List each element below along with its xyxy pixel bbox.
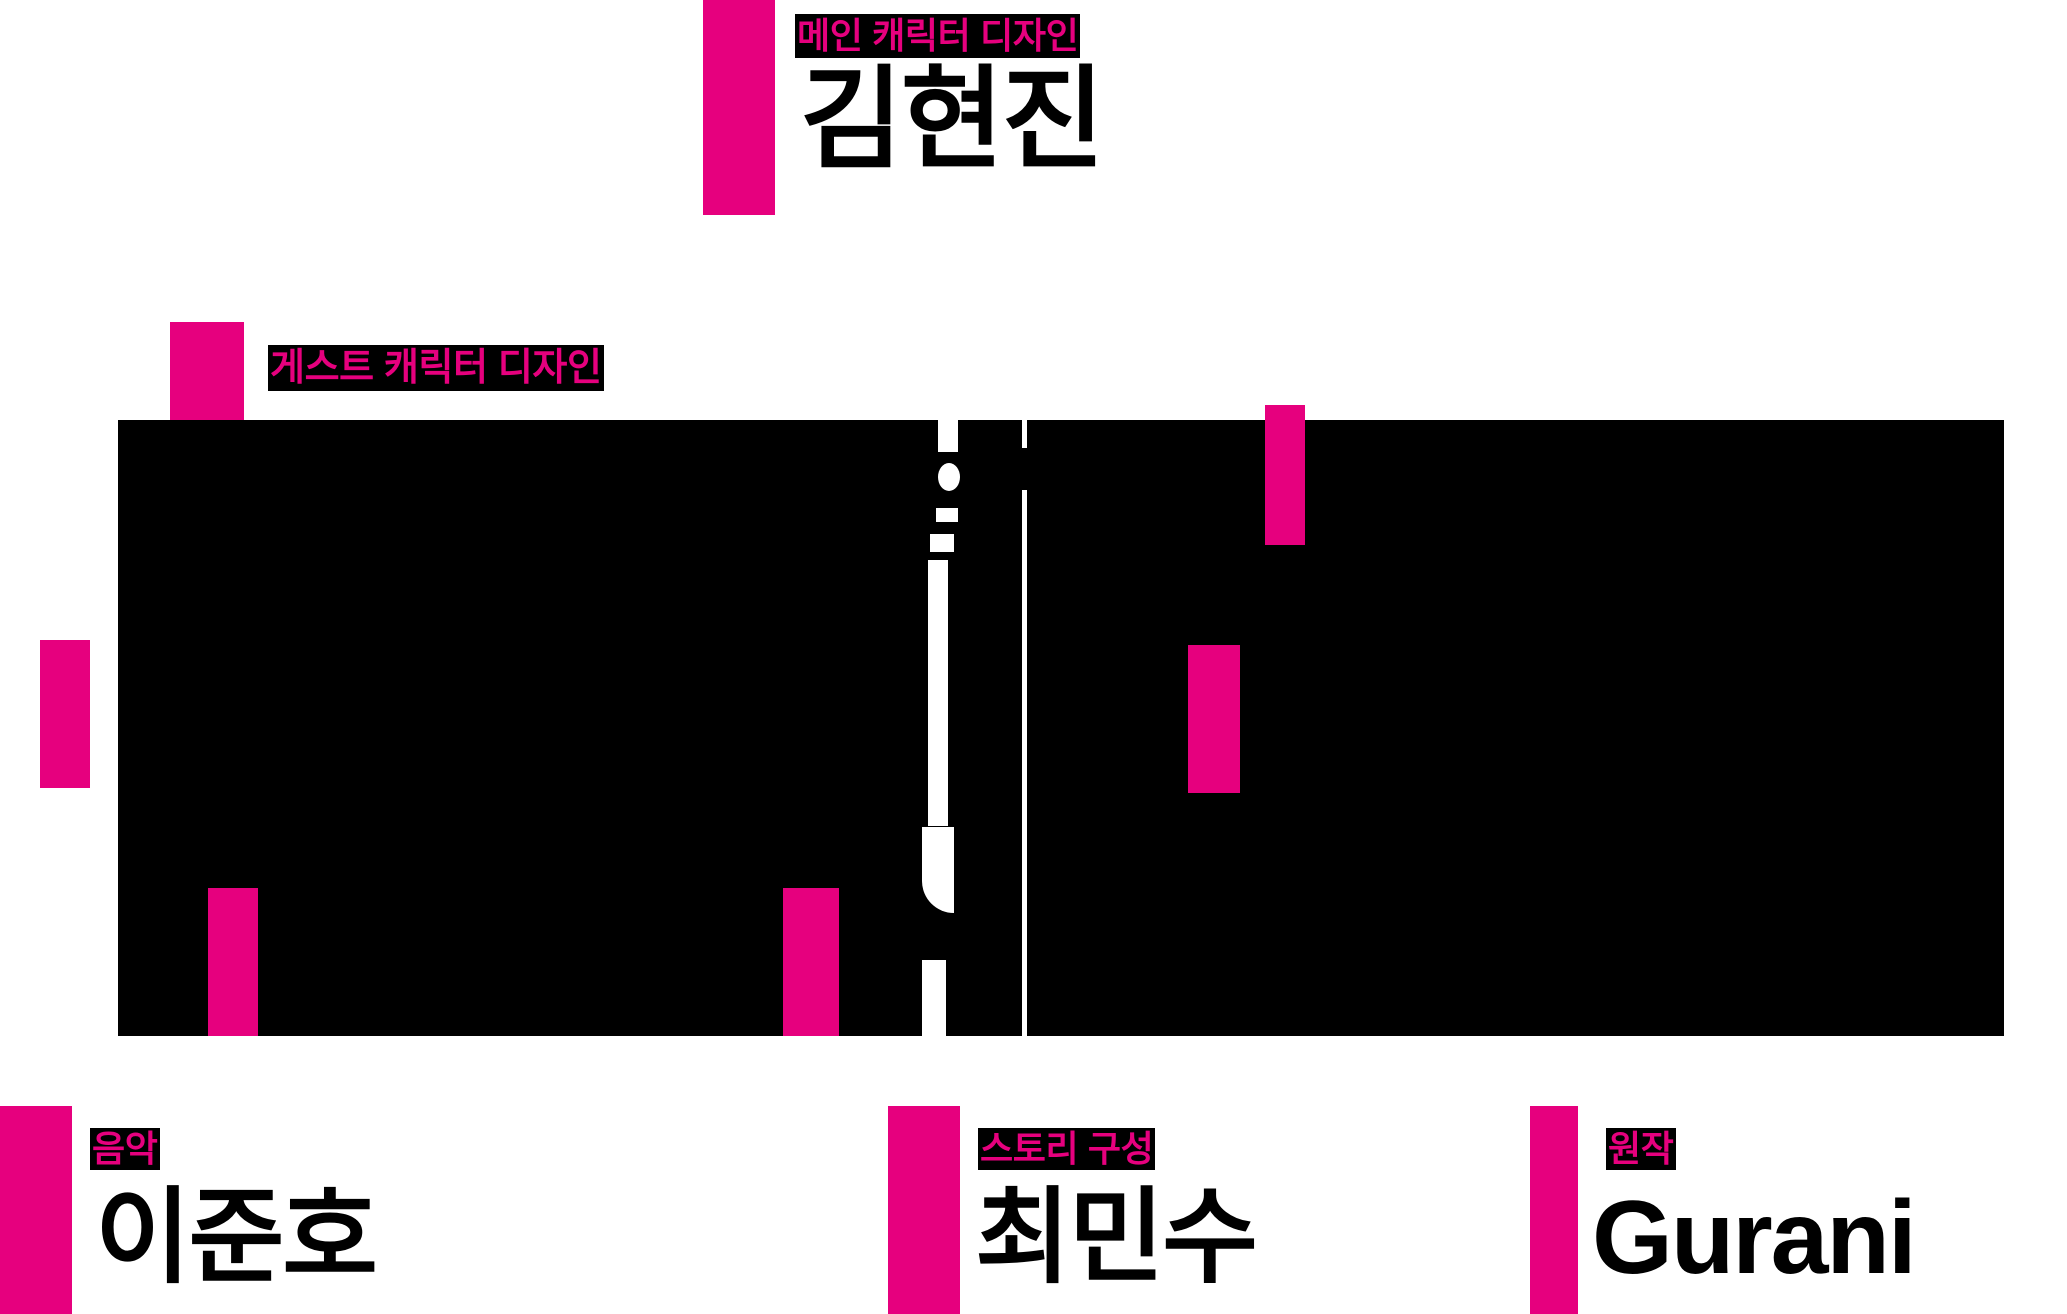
credit-name-main-character-design: 김현진 [800, 57, 1105, 182]
accent-bar-music [0, 1106, 72, 1314]
section-label-original-work: 원작 [1606, 1128, 1676, 1170]
accent-bar-panel-inner-c [1265, 405, 1305, 545]
section-label-main-character-design: 메인 캐릭터 디자인 [795, 14, 1081, 58]
knockout-glyph-fragment [922, 827, 954, 913]
section-label-music: 음악 [90, 1128, 160, 1170]
guest-character-credit-panel: 박소영 [118, 420, 2004, 1036]
knockout-glyph-fragment [930, 534, 954, 552]
panel-divider-rule [1022, 418, 1027, 448]
knockout-glyph-fragment [928, 560, 948, 826]
section-label-story-composition: 스토리 구성 [978, 1128, 1156, 1170]
credit-name-original-work: Gurani [1592, 1180, 1917, 1296]
section-label-guest-character-design: 게스트 캐릭터 디자인 [268, 345, 604, 391]
credit-name-story-composition: 최민수 [975, 1180, 1258, 1296]
knockout-glyph-fragment [936, 508, 958, 522]
accent-bar-main-character-design [703, 0, 775, 215]
knockout-glyph-fragment [938, 420, 958, 452]
accent-bar-panel-inner-a [208, 888, 258, 1036]
accent-bar-original-work [1530, 1106, 1578, 1314]
knockout-glyph-fragment [922, 960, 946, 1050]
accent-bar-story-composition [888, 1106, 960, 1314]
panel-divider-rule [1022, 490, 1027, 1036]
credit-name-music: 이준호 [95, 1180, 378, 1296]
accent-bar-panel-inner-d [1188, 645, 1240, 793]
knockout-glyph-fragment [938, 463, 960, 491]
accent-bar-left-middle [40, 640, 90, 788]
accent-bar-panel-inner-b [783, 888, 839, 1036]
